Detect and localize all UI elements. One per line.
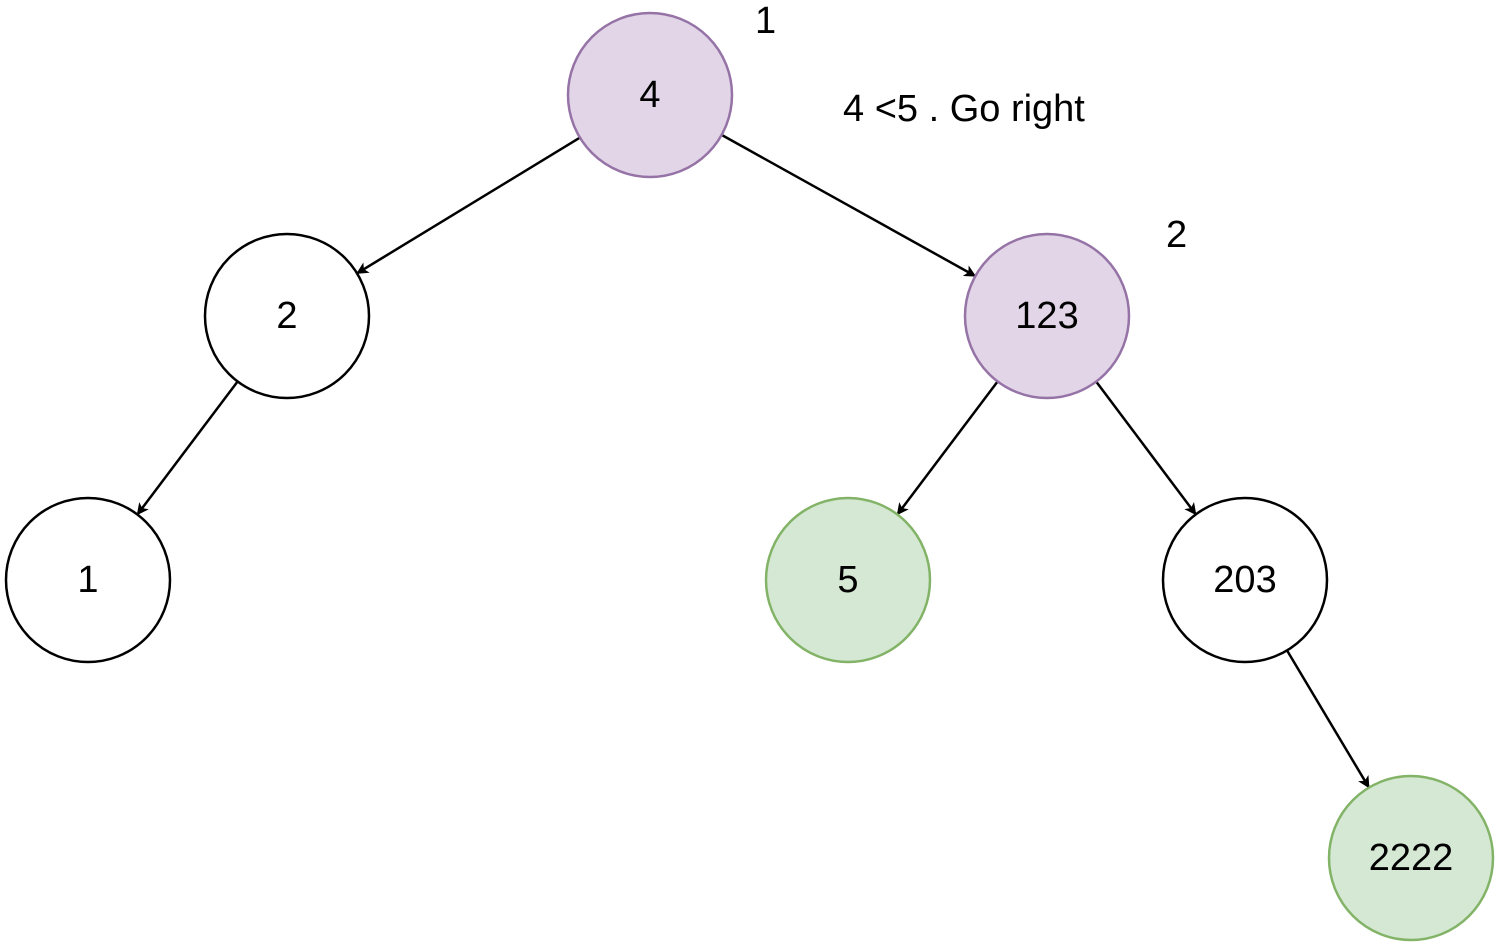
node-2-circle — [203, 232, 371, 400]
node-123: 123 — [963, 232, 1131, 400]
node-2222-label: 2222 — [1369, 837, 1454, 879]
edge-123-to-5 — [896, 380, 999, 516]
node-5-label: 5 — [837, 559, 858, 601]
node-203-label: 203 — [1213, 559, 1276, 601]
edge-4-to-123 — [720, 133, 977, 277]
edge-4-to-2 — [356, 136, 581, 274]
edges — [136, 133, 1370, 789]
edge-203-to-2222 — [1285, 649, 1370, 789]
nodes: 4 2 123 1 5 203 2222 — [4, 11, 1495, 942]
node-2: 2 — [203, 232, 371, 400]
node-123-label: 123 — [1015, 295, 1078, 337]
node-123-circle — [963, 232, 1131, 400]
node-1: 1 — [4, 496, 172, 664]
edge-123-to-203 — [1095, 380, 1197, 516]
node-4-circle — [566, 11, 734, 179]
comparison-note: 4 <5 . Go right — [843, 88, 1085, 130]
node-203: 203 — [1161, 496, 1329, 664]
edge-2-to-1 — [136, 380, 239, 516]
node-5: 5 — [764, 496, 932, 664]
node-1-label: 1 — [77, 559, 98, 601]
annotations: 1 4 <5 . Go right 2 — [755, 0, 1187, 256]
node-4: 4 — [566, 11, 734, 179]
node-2222-circle — [1327, 774, 1495, 942]
step-2-label: 2 — [1166, 214, 1187, 256]
node-1-circle — [4, 496, 172, 664]
node-5-circle — [764, 496, 932, 664]
step-1-label: 1 — [755, 0, 776, 42]
node-203-circle — [1161, 496, 1329, 664]
node-2222: 2222 — [1327, 774, 1495, 942]
node-2-label: 2 — [276, 295, 297, 337]
node-4-label: 4 — [639, 74, 660, 116]
